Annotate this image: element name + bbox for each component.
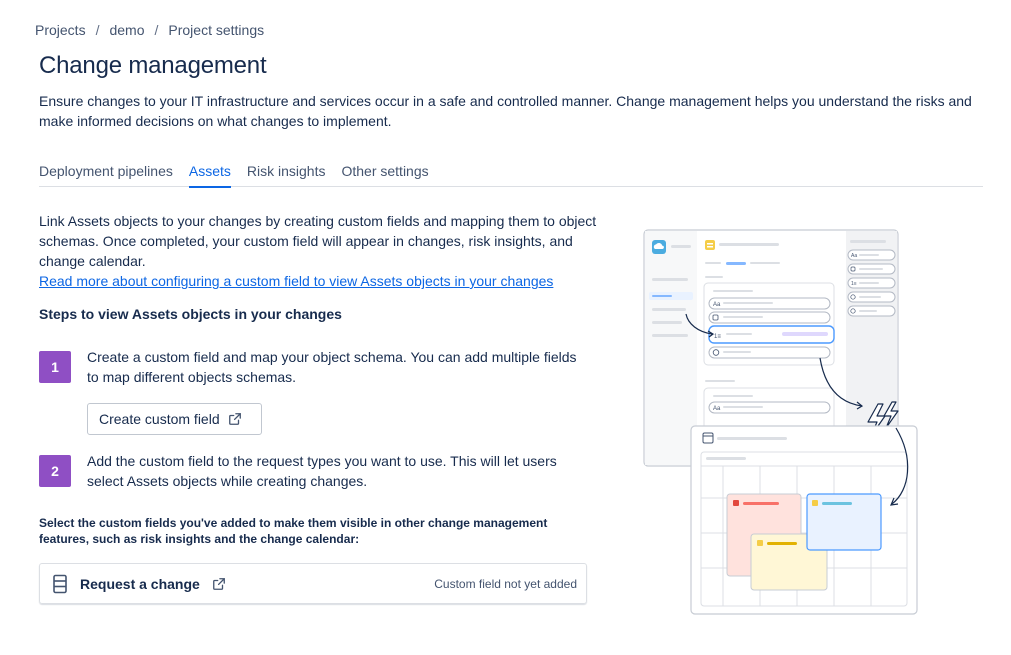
page-description: Ensure changes to your IT infrastructure…: [39, 93, 972, 129]
assets-change-illustration: Aa 1≡ Aa Aa 1≡: [643, 229, 918, 615]
assets-intro: Link Assets objects to your changes by c…: [39, 213, 597, 269]
tab-deployment-pipelines[interactable]: Deployment pipelines: [39, 163, 173, 179]
svg-text:1≡: 1≡: [851, 281, 857, 287]
tab-assets[interactable]: Assets: [188, 160, 231, 188]
step-1-text: Create a custom field and map your objec…: [87, 349, 577, 385]
breadcrumb-demo[interactable]: demo: [109, 22, 145, 38]
request-type-name[interactable]: Request a change: [80, 575, 200, 592]
step-2-badge: 2: [39, 455, 71, 487]
external-link-icon: [228, 413, 241, 425]
breadcrumb-projects[interactable]: Projects: [35, 22, 86, 38]
create-custom-field-label: Create custom field: [99, 411, 220, 427]
external-link-icon[interactable]: [212, 577, 226, 591]
steps-heading: Steps to view Assets objects in your cha…: [39, 306, 342, 322]
page-title: Change management: [39, 52, 267, 79]
tab-list: Deployment pipelines Assets Risk insight…: [39, 160, 983, 188]
step-2-text: Add the custom field to the request type…: [87, 453, 557, 489]
breadcrumb-separator: /: [154, 22, 159, 38]
breadcrumb-project-settings[interactable]: Project settings: [168, 22, 265, 38]
tab-other-settings[interactable]: Other settings: [341, 163, 429, 179]
step-1-badge: 1: [39, 351, 71, 383]
svg-text:Aa: Aa: [713, 406, 721, 412]
svg-text:Aa: Aa: [713, 302, 721, 308]
form-icon: [53, 574, 67, 593]
select-fields-note: Select the custom fields you've added to…: [39, 516, 548, 546]
request-type-row: Request a change Custom field not yet ad…: [39, 563, 587, 604]
svg-text:Aa: Aa: [851, 253, 857, 259]
breadcrumb-separator: /: [95, 22, 100, 38]
tab-risk-insights[interactable]: Risk insights: [246, 163, 326, 179]
breadcrumb: Projects / demo / Project settings: [35, 22, 264, 38]
svg-text:1≡: 1≡: [714, 334, 721, 340]
request-type-status: Custom field not yet added: [434, 576, 577, 591]
create-custom-field-button[interactable]: Create custom field: [87, 403, 262, 435]
learn-more-link[interactable]: Read more about configuring a custom fie…: [39, 273, 554, 289]
